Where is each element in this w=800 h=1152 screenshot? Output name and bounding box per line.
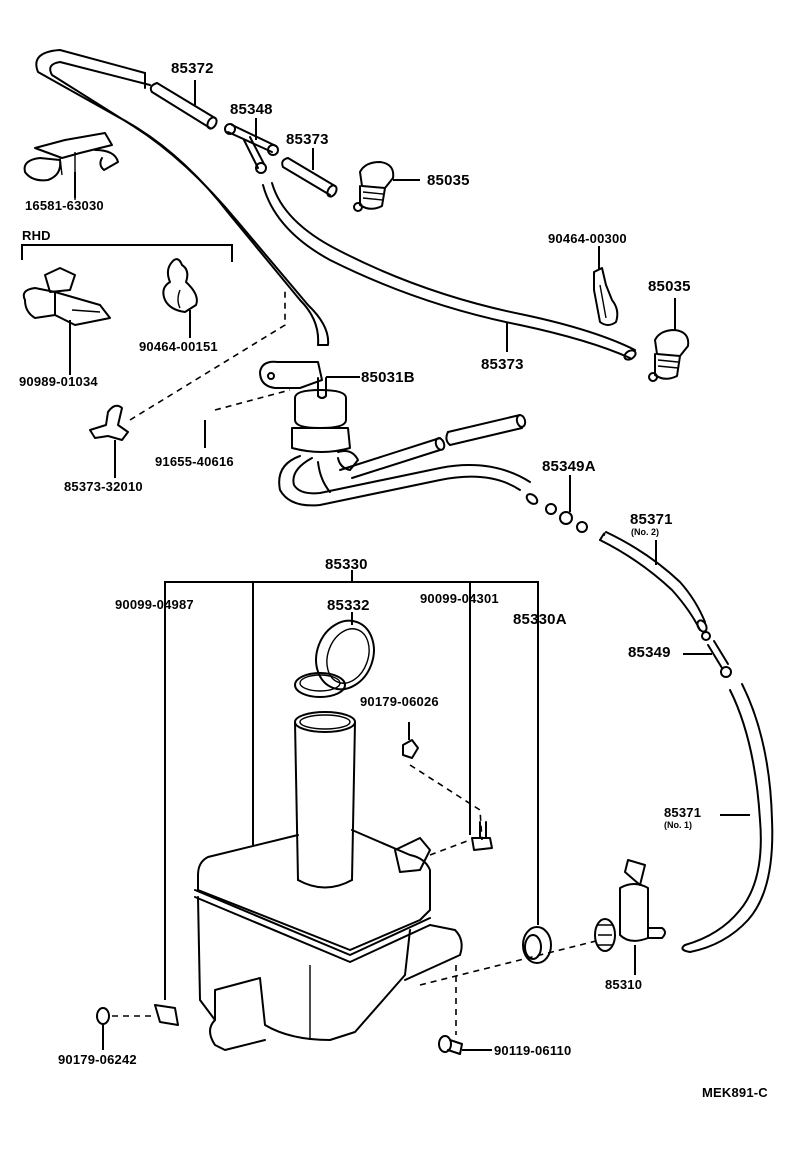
nozzle-85035-right xyxy=(648,329,690,382)
part-label-85330a[interactable]: 85330A xyxy=(513,611,567,628)
joint-85348 xyxy=(224,123,279,174)
part-label-85349a[interactable]: 85349A xyxy=(542,458,596,475)
part-label-85310[interactable]: 85310 xyxy=(605,977,643,992)
part-label-16581-63030[interactable]: 16581-63030 xyxy=(25,198,104,213)
dashed-leaders xyxy=(112,290,601,1035)
part-label-90099-04987[interactable]: 90099-04987 xyxy=(115,597,194,612)
hose-85373-segment xyxy=(281,157,338,198)
part-label-85372[interactable]: 85372 xyxy=(171,60,214,77)
hose-85372-long xyxy=(35,49,330,346)
clamp-16581-63030 xyxy=(23,132,119,200)
clip-90464-00300 xyxy=(593,267,619,326)
hose-85371-no1 xyxy=(681,683,774,953)
part-label-91655-40616[interactable]: 91655-40616 xyxy=(155,454,234,469)
part-label-85035-left[interactable]: 85035 xyxy=(427,172,470,189)
hose-85372-segment xyxy=(149,82,218,130)
part-note-85371-no1: (No. 1) xyxy=(664,820,692,830)
clamp-85373-32010 xyxy=(89,404,129,478)
part-label-90179-06242[interactable]: 90179-06242 xyxy=(58,1052,137,1067)
part-label-90464-00300[interactable]: 90464-00300 xyxy=(548,231,627,246)
part-label-85349[interactable]: 85349 xyxy=(628,644,671,661)
part-label-85332[interactable]: 85332 xyxy=(327,597,370,614)
grommet-85330a xyxy=(522,926,552,964)
part-label-85031b[interactable]: 85031B xyxy=(361,369,415,386)
clip-90989-01034 xyxy=(22,267,111,375)
part-label-90119-06110[interactable]: 90119-06110 xyxy=(494,1043,572,1058)
part-label-90099-04301[interactable]: 90099-04301 xyxy=(420,591,499,606)
part-label-90989-01034[interactable]: 90989-01034 xyxy=(19,374,98,389)
joint-85349a xyxy=(545,475,588,533)
part-label-85371-no2[interactable]: 85371 xyxy=(630,511,673,528)
rhd-bracket xyxy=(21,244,233,262)
tank-85330 xyxy=(194,711,463,1051)
nozzle-85035-left xyxy=(353,161,395,212)
hose-85373-long xyxy=(262,182,637,361)
part-note-85371-no2: (No. 2) xyxy=(631,527,659,537)
part-label-90179-06026[interactable]: 90179-06026 xyxy=(360,694,439,709)
hoses-from-pump xyxy=(278,414,539,507)
part-label-85330[interactable]: 85330 xyxy=(325,556,368,573)
clip-90464-00151 xyxy=(162,258,198,338)
motor-85310 xyxy=(594,859,666,975)
part-label-85373-32010[interactable]: 85373-32010 xyxy=(64,479,143,494)
label-leaders xyxy=(74,80,676,448)
cap-85332 xyxy=(294,619,375,698)
part-label-85348[interactable]: 85348 xyxy=(230,101,273,118)
part-label-90464-00151[interactable]: 90464-00151 xyxy=(139,339,218,354)
part-label-85373-mid[interactable]: 85373 xyxy=(481,356,524,373)
joint-85349 xyxy=(683,631,732,678)
tank-leaders xyxy=(164,570,539,1000)
part-label-85373-top[interactable]: 85373 xyxy=(286,131,329,148)
hose-85371-no2 xyxy=(599,531,708,633)
part-label-85371-no1[interactable]: 85371 xyxy=(664,805,702,820)
fasteners xyxy=(96,739,493,1055)
diagram-reference-code: MEK891-C xyxy=(702,1085,768,1100)
part-label-85035-right[interactable]: 85035 xyxy=(648,278,691,295)
rhd-section-label: RHD xyxy=(22,228,51,243)
